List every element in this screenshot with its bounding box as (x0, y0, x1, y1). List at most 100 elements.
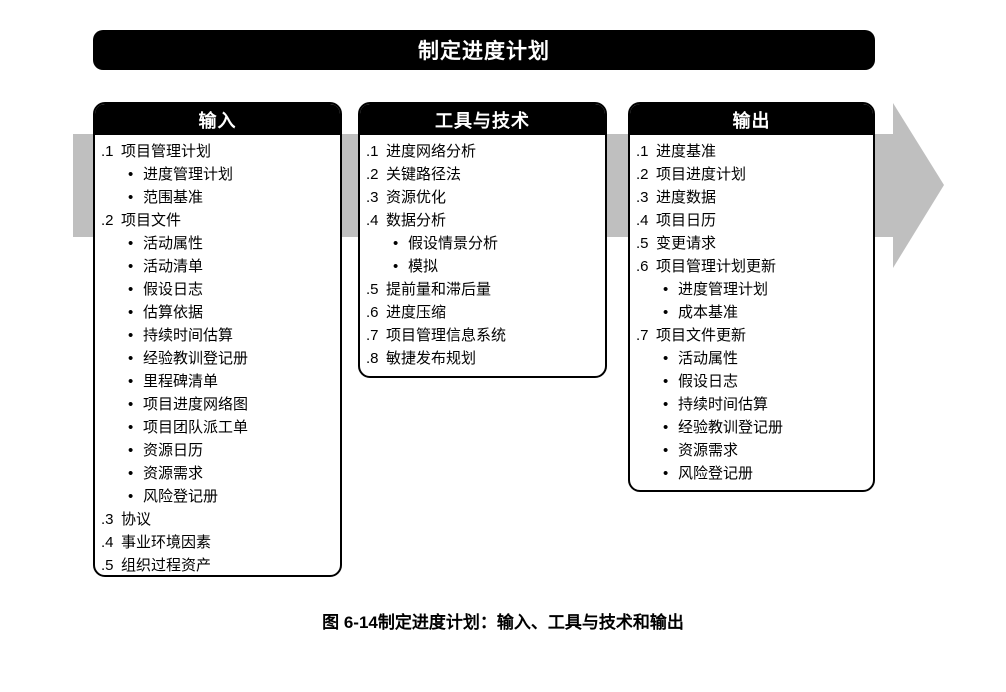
list-item: • 活动属性 (636, 347, 869, 370)
item-text: 假设情景分析 (408, 235, 499, 252)
bullet-marker: • (663, 419, 669, 436)
item-number: .5 (636, 235, 649, 252)
list-item: .2 项目进度计划 (636, 163, 869, 186)
bullet-marker: • (663, 350, 669, 367)
item-text: 项目进度计划 (656, 166, 747, 183)
item-number: .6 (636, 258, 649, 275)
item-number: .3 (366, 189, 379, 206)
item-text: 假设日志 (143, 281, 204, 298)
item-text: 估算依据 (143, 304, 204, 321)
bullet-marker: • (128, 281, 134, 298)
bullet-marker: • (663, 304, 669, 321)
item-text: 经验教训登记册 (678, 419, 784, 436)
list-item: •持续时间估算 (636, 393, 869, 416)
list-item: •进度管理计划 (101, 163, 336, 186)
item-text: 项目管理信息系统 (386, 327, 507, 344)
item-text: 项目文件 (121, 212, 182, 229)
bullet-marker: • (128, 189, 134, 206)
list-item: .6 项目管理计划更新 (636, 255, 869, 278)
item-text: 变更请求 (656, 235, 717, 252)
item-text: 敏捷发布规划 (386, 350, 477, 367)
list-item: .5 组织过程资产 (101, 554, 336, 575)
item-number: .8 (366, 350, 379, 367)
list-item: •估算依据 (101, 301, 336, 324)
bullet-marker: • (663, 465, 669, 482)
item-text: 项目管理计划 (121, 143, 212, 160)
outputs-box-header: 输出 (630, 104, 873, 135)
item-text: 进度数据 (656, 189, 717, 206)
item-number: .2 (101, 212, 114, 229)
bullet-marker: • (128, 465, 134, 482)
bullet-marker: • (128, 373, 134, 390)
item-text: 项目日历 (656, 212, 717, 229)
flow-arrow-head-icon (893, 103, 944, 268)
bullet-marker: • (663, 281, 669, 298)
item-text: 活动属性 (143, 235, 204, 252)
bullet-marker: • (128, 235, 134, 252)
item-text: 资源优化 (386, 189, 447, 206)
item-number: .3 (636, 189, 649, 206)
list-item: • 经验教训登记册 (636, 416, 869, 439)
item-number: .4 (101, 534, 114, 551)
item-text: 提前量和滞后量 (386, 281, 492, 298)
item-number: .7 (366, 327, 379, 344)
bullet-marker: • (663, 442, 669, 459)
list-item: •资源需求 (101, 462, 336, 485)
list-item: .3 进度数据 (636, 186, 869, 209)
list-item: •假设日志 (636, 370, 869, 393)
list-item: .2 项目文件 (101, 209, 336, 232)
item-text: 进度管理计划 (678, 281, 769, 298)
item-text: 假设日志 (678, 373, 739, 390)
list-item: •项目进度网络图 (101, 393, 336, 416)
list-item: • 活动属性 (101, 232, 336, 255)
bullet-marker: • (128, 258, 134, 275)
item-text: 项目团队派工单 (143, 419, 249, 436)
list-item: .5 变更请求 (636, 232, 869, 255)
item-text: 风险登记册 (143, 488, 219, 505)
item-text: 组织过程资产 (121, 557, 212, 574)
item-text: 活动属性 (678, 350, 739, 367)
list-item: •活动清单 (101, 255, 336, 278)
item-text: 持续时间估算 (143, 327, 234, 344)
item-number: .5 (366, 281, 379, 298)
list-item: •成本基准 (636, 301, 869, 324)
item-text: 进度网络分析 (386, 143, 477, 160)
bullet-marker: • (128, 419, 134, 436)
list-item: • 风险登记册 (101, 485, 336, 508)
item-text: 持续时间估算 (678, 396, 769, 413)
bullet-marker: • (128, 350, 134, 367)
item-text: 进度基准 (656, 143, 717, 160)
item-text: 协议 (121, 511, 152, 528)
figure-caption: 图 6-14制定进度计划：输入、工具与技术和输出 (322, 613, 684, 632)
list-item: •范围基准 (101, 186, 336, 209)
bullet-marker: • (128, 396, 134, 413)
item-number: .3 (101, 511, 114, 528)
list-item: •资源日历 (101, 439, 336, 462)
bullet-marker: • (128, 442, 134, 459)
item-text: 项目管理计划更新 (656, 258, 777, 275)
item-text: 风险登记册 (678, 465, 754, 482)
item-number: .6 (366, 304, 379, 321)
list-item: •持续时间估算 (101, 324, 336, 347)
item-number: .2 (636, 166, 649, 183)
item-number: .5 (101, 557, 114, 574)
bullet-marker: • (128, 488, 134, 505)
list-item: •假设情景分析 (366, 232, 601, 255)
process-title-bar: 制定进度计划 (93, 30, 875, 70)
item-number: .4 (366, 212, 379, 229)
item-number: .2 (366, 166, 379, 183)
list-item: .3 协议 (101, 508, 336, 531)
list-item: .3 资源优化 (366, 186, 601, 209)
